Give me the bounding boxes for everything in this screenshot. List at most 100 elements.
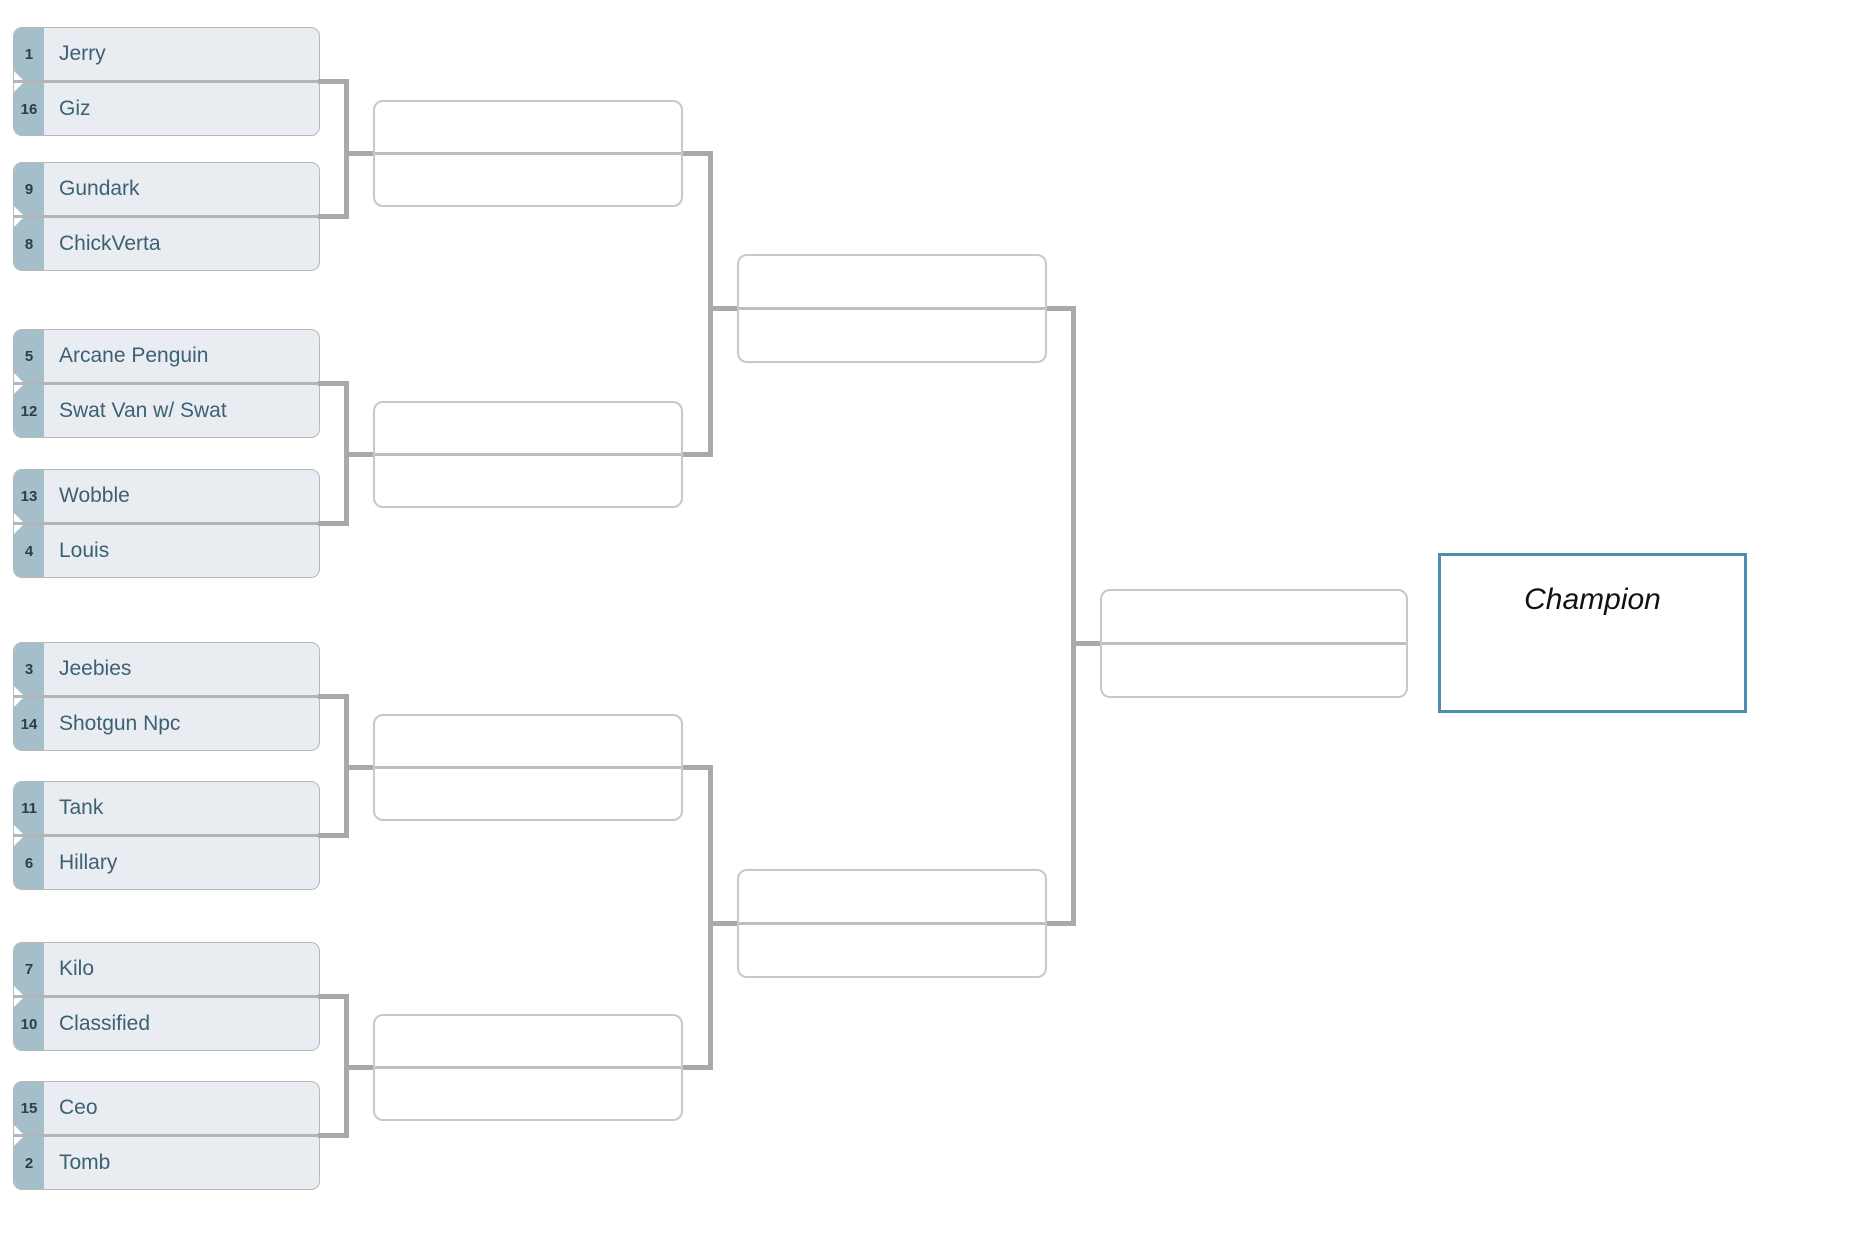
r1-match-7: 7 Kilo 10 Classified [13, 942, 320, 1051]
team-name: Swat Van w/ Swat [59, 399, 227, 422]
team-slot[interactable]: 1 Jerry [14, 28, 319, 80]
match-divider [1102, 642, 1406, 645]
team-name: Hillary [59, 851, 118, 874]
connector-segment [1047, 921, 1076, 926]
winner-slot[interactable] [375, 1016, 681, 1066]
team-slot[interactable]: 5 Arcane Penguin [14, 330, 319, 382]
connector-segment [683, 1065, 713, 1070]
winner-slot[interactable] [1102, 645, 1406, 696]
team-name: Shotgun Npc [59, 712, 181, 735]
team-slot[interactable]: 2 Tomb [14, 1137, 319, 1189]
team-slot[interactable]: 16 Giz [14, 83, 319, 135]
team-slot[interactable]: 4 Louis [14, 525, 319, 577]
team-name: Tank [59, 796, 104, 819]
match-divider [14, 215, 319, 218]
connector-segment [344, 1065, 373, 1070]
match-divider [739, 307, 1045, 310]
match-divider [14, 80, 319, 83]
winner-slot[interactable] [1102, 591, 1406, 642]
team-name: Wobble [59, 484, 130, 507]
r1-match-1: 1 Jerry 16 Giz [13, 27, 320, 136]
sf-match-1 [737, 254, 1047, 363]
notch-triangle [14, 686, 23, 695]
connector-segment [318, 1133, 349, 1138]
notch-triangle [14, 525, 23, 534]
match-divider [14, 522, 319, 525]
notch-triangle [14, 998, 23, 1007]
match-divider [14, 995, 319, 998]
team-slot[interactable]: 12 Swat Van w/ Swat [14, 385, 319, 437]
connector-segment [318, 521, 349, 526]
team-slot[interactable]: 9 Gundark [14, 163, 319, 215]
connector-segment [318, 694, 349, 699]
team-name: Giz [59, 97, 91, 120]
team-slot[interactable]: 8 ChickVerta [14, 218, 319, 270]
team-slot[interactable]: 3 Jeebies [14, 643, 319, 695]
winner-slot[interactable] [739, 256, 1045, 307]
team-name: ChickVerta [59, 232, 161, 255]
r1-match-2: 9 Gundark 8 ChickVerta [13, 162, 320, 271]
qf-match-1 [373, 100, 683, 207]
winner-slot[interactable] [375, 403, 681, 453]
winner-slot[interactable] [739, 310, 1045, 361]
team-slot[interactable]: 10 Classified [14, 998, 319, 1050]
team-slot[interactable]: 15 Ceo [14, 1082, 319, 1134]
qf-match-2 [373, 401, 683, 508]
team-slot[interactable]: 11 Tank [14, 782, 319, 834]
notch-triangle [14, 385, 23, 394]
connector-segment [708, 306, 737, 311]
winner-slot[interactable] [375, 155, 681, 205]
connector-segment [318, 833, 349, 838]
seed-badge: 12 [14, 385, 44, 437]
connector-segment [344, 765, 373, 770]
notch-triangle [14, 1125, 23, 1134]
notch-triangle [14, 513, 23, 522]
notch-triangle [14, 986, 23, 995]
qf-match-3 [373, 714, 683, 821]
team-slot[interactable]: 6 Hillary [14, 837, 319, 889]
match-divider [375, 1066, 681, 1069]
notch-triangle [14, 373, 23, 382]
notch-triangle [14, 698, 23, 707]
winner-slot[interactable] [375, 769, 681, 819]
connector-segment [1071, 641, 1100, 646]
team-name: Classified [59, 1012, 151, 1035]
connector-segment [318, 994, 349, 999]
champion-label: Champion [1524, 583, 1661, 616]
winner-slot[interactable] [375, 456, 681, 506]
connector-segment [683, 452, 713, 457]
match-divider [14, 1134, 319, 1137]
winner-slot[interactable] [375, 716, 681, 766]
winner-slot[interactable] [375, 1069, 681, 1119]
seed-badge: 15 [14, 1082, 44, 1134]
match-divider [14, 382, 319, 385]
connector-segment [683, 765, 713, 770]
winner-slot[interactable] [739, 871, 1045, 922]
match-divider [375, 152, 681, 155]
notch-triangle [14, 1137, 23, 1146]
team-slot[interactable]: 14 Shotgun Npc [14, 698, 319, 750]
connector-segment [1047, 306, 1076, 311]
team-slot[interactable]: 7 Kilo [14, 943, 319, 995]
match-divider [375, 766, 681, 769]
connector-segment [344, 79, 349, 219]
seed-badge: 14 [14, 698, 44, 750]
team-slot[interactable]: 13 Wobble [14, 470, 319, 522]
team-name: Tomb [59, 1151, 111, 1174]
notch-triangle [14, 218, 23, 227]
r1-match-6: 11 Tank 6 Hillary [13, 781, 320, 890]
connector-segment [344, 151, 373, 156]
sf-match-2 [737, 869, 1047, 978]
notch-triangle [14, 825, 23, 834]
team-name: Gundark [59, 177, 140, 200]
winner-slot[interactable] [375, 102, 681, 152]
champion-box: Champion [1438, 553, 1747, 713]
connector-segment [708, 921, 737, 926]
match-divider [14, 695, 319, 698]
match-divider [739, 922, 1045, 925]
r1-match-3: 5 Arcane Penguin 12 Swat Van w/ Swat [13, 329, 320, 438]
winner-slot[interactable] [739, 925, 1045, 976]
team-name: Ceo [59, 1096, 98, 1119]
connector-segment [318, 79, 349, 84]
